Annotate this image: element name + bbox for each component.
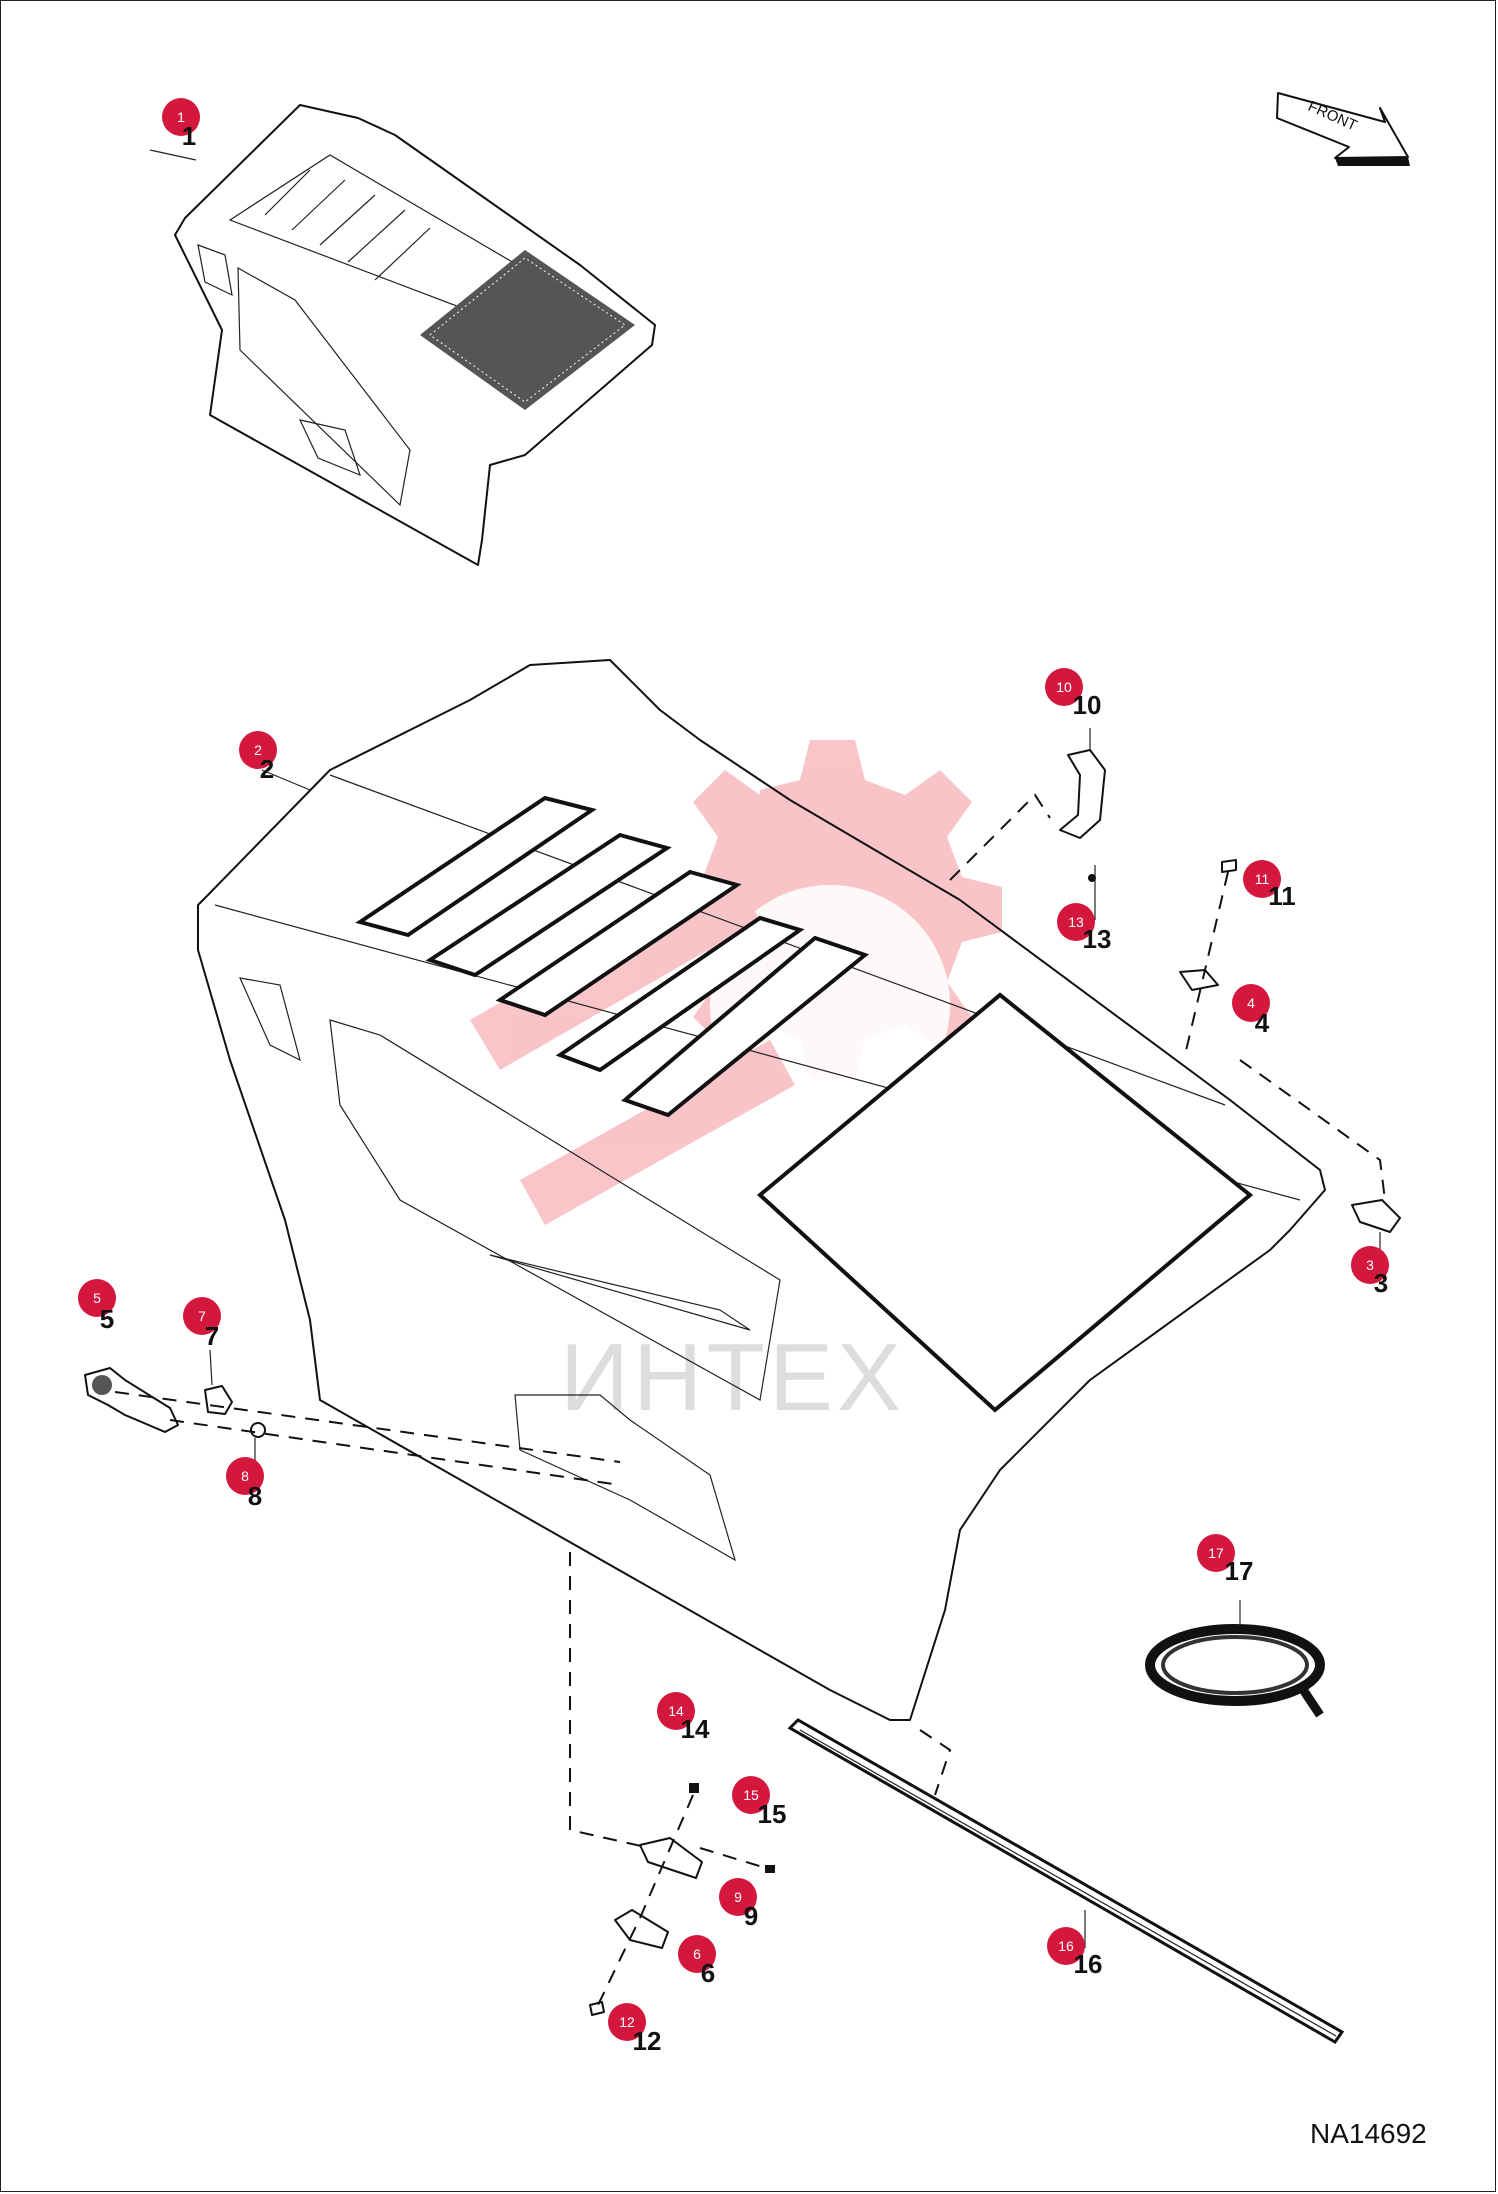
part-6-latch (614, 1909, 669, 1949)
part-12-screw (589, 2001, 605, 2016)
svg-text:15: 15 (743, 1787, 759, 1803)
callout-7: 7 7 (183, 1297, 221, 1351)
callouts: 1 1 2 2 3 3 4 4 5 5 6 6 7 (78, 98, 1389, 2056)
callout-8: 8 8 (226, 1457, 264, 1511)
leader-1 (149, 149, 197, 161)
front-arrow-label: FRONT (1305, 98, 1359, 135)
svg-text:1: 1 (177, 109, 185, 125)
callout-1: 1 1 (162, 98, 200, 151)
svg-text:17: 17 (1225, 1556, 1254, 1586)
svg-text:7: 7 (205, 1321, 219, 1351)
svg-text:6: 6 (693, 1946, 701, 1962)
callout-9: 9 9 (719, 1878, 758, 1931)
callout-12: 12 12 (608, 2003, 661, 2056)
part-8-ring (250, 1422, 266, 1438)
svg-text:2: 2 (260, 754, 274, 784)
callout-14: 14 14 (657, 1692, 710, 1744)
svg-text:3: 3 (1366, 1257, 1374, 1273)
part-7-washer (204, 1385, 233, 1415)
part-2-hood (197, 659, 1326, 1721)
svg-text:16: 16 (1058, 1938, 1074, 1954)
svg-text:13: 13 (1083, 924, 1112, 954)
callout-17: 17 17 (1197, 1534, 1253, 1586)
callout-6: 6 6 (678, 1935, 716, 1988)
part-10-bracket (1059, 749, 1106, 839)
leader-lines (209, 728, 1381, 1948)
svg-text:9: 9 (734, 1889, 742, 1905)
part-9-plate (639, 1837, 703, 1879)
svg-text:8: 8 (248, 1481, 262, 1511)
svg-text:5: 5 (100, 1304, 114, 1334)
svg-text:12: 12 (633, 2026, 662, 2056)
callout-11: 11 11 (1243, 860, 1296, 911)
part-1-cover-small (149, 104, 656, 566)
drawing-code: NA14692 (1310, 2118, 1427, 2149)
svg-text:11: 11 (1268, 881, 1296, 911)
svg-text:4: 4 (1255, 1008, 1270, 1038)
svg-text:13: 13 (1068, 914, 1084, 930)
callout-5: 5 5 (78, 1279, 116, 1334)
svg-text:12: 12 (619, 2014, 635, 2030)
svg-text:4: 4 (1247, 995, 1255, 1011)
callout-15: 15 15 (732, 1776, 786, 1829)
part-3-latch-bracket (1351, 1199, 1401, 1233)
callout-2: 2 2 (239, 731, 277, 784)
part-17-coiled-seal (1145, 1624, 1325, 1718)
svg-text:7: 7 (198, 1308, 206, 1324)
part-16-seal-strip (787, 1718, 1345, 2044)
callout-4: 4 4 (1232, 984, 1270, 1038)
assembly-lines (114, 793, 1386, 2006)
part-13-screw (1088, 874, 1096, 882)
callout-16: 16 16 (1047, 1927, 1102, 1979)
svg-text:1: 1 (182, 121, 196, 151)
part-4-clip (1179, 969, 1219, 991)
callout-10: 10 10 (1045, 668, 1101, 720)
part-15-bolt (765, 1865, 775, 1873)
callout-13: 13 13 (1057, 903, 1111, 954)
svg-text:2: 2 (254, 742, 262, 758)
part-5-handle (84, 1367, 179, 1433)
svg-text:17: 17 (1208, 1545, 1224, 1561)
svg-text:11: 11 (1255, 871, 1270, 887)
svg-text:14: 14 (668, 1703, 684, 1719)
svg-text:5: 5 (93, 1290, 101, 1306)
part-14-nut (689, 1783, 699, 1793)
svg-text:9: 9 (744, 1901, 758, 1931)
svg-text:14: 14 (681, 1714, 710, 1744)
part-11-screw (1221, 859, 1237, 873)
svg-text:3: 3 (1374, 1268, 1388, 1298)
callout-3: 3 3 (1351, 1246, 1389, 1298)
svg-text:10: 10 (1056, 679, 1072, 695)
svg-text:6: 6 (701, 1958, 715, 1988)
svg-text:8: 8 (241, 1468, 249, 1484)
front-arrow-icon: FRONT (1276, 92, 1410, 166)
watermark-text: ИНТЕХ (560, 1324, 905, 1431)
svg-text:10: 10 (1073, 690, 1102, 720)
svg-text:15: 15 (758, 1799, 787, 1829)
svg-text:16: 16 (1074, 1949, 1103, 1979)
